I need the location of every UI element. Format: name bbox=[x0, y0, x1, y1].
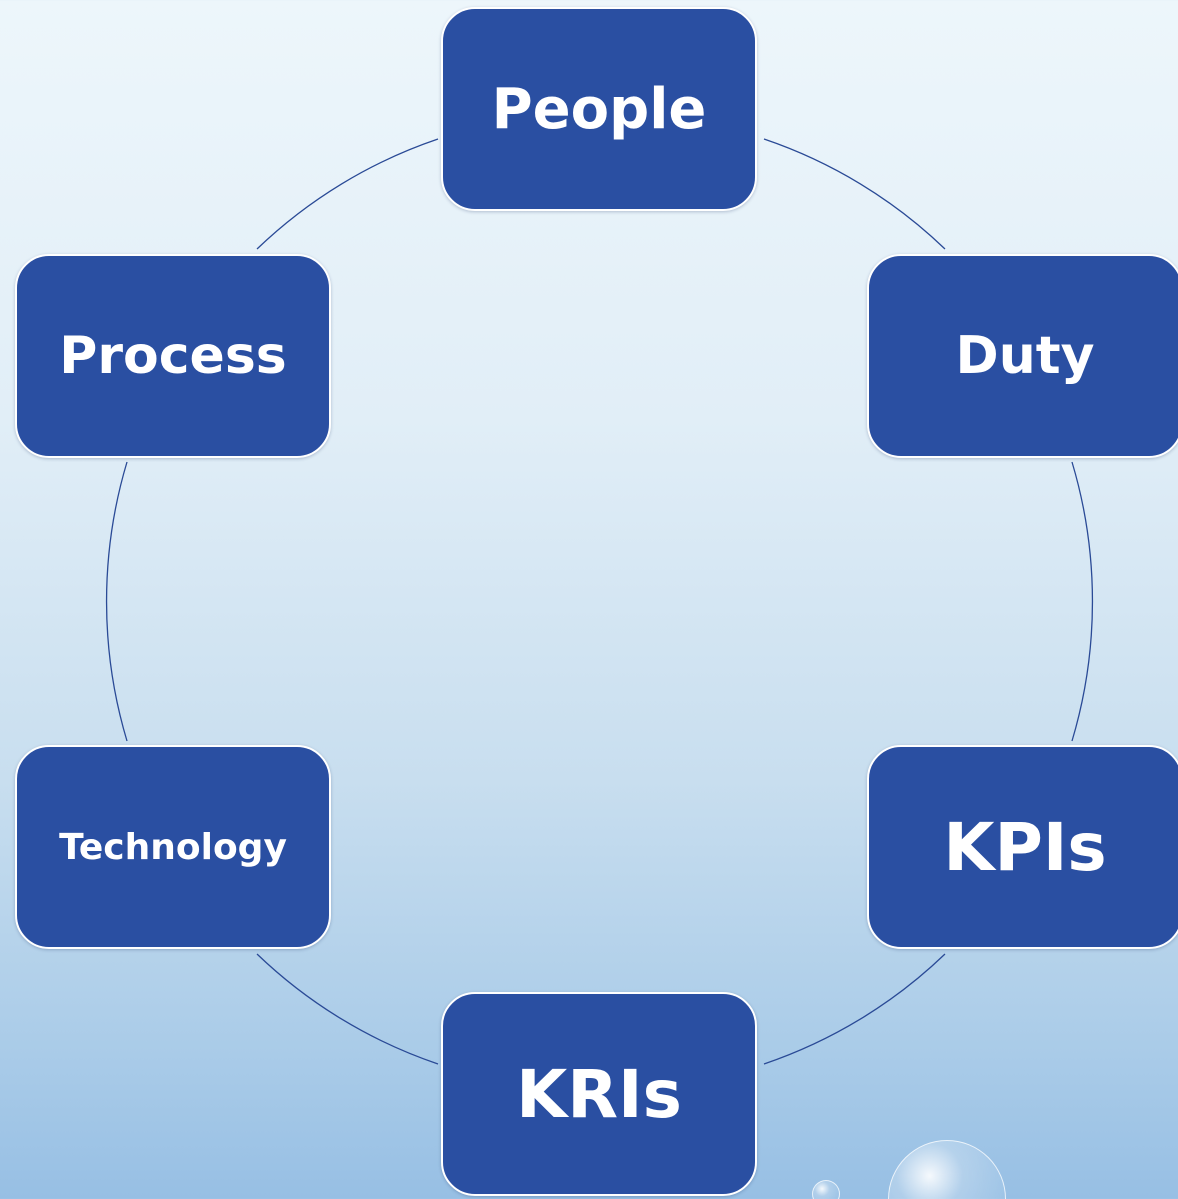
connector-kris-technology bbox=[256, 953, 439, 1065]
connector-people-duty bbox=[763, 138, 946, 250]
node-process: Process bbox=[15, 254, 331, 458]
decorative-bubble-small bbox=[812, 1180, 840, 1199]
connector-duty-kpis bbox=[1071, 461, 1094, 742]
connector-process-people bbox=[256, 138, 439, 250]
node-kpis: KPIs bbox=[867, 745, 1178, 949]
connector-kpis-kris bbox=[763, 953, 946, 1065]
node-label-duty: Duty bbox=[955, 326, 1095, 386]
connector-technology-process bbox=[105, 461, 128, 742]
node-label-kris: KRIs bbox=[516, 1055, 682, 1133]
node-people: People bbox=[441, 7, 757, 211]
node-technology: Technology bbox=[15, 745, 331, 949]
node-kris: KRIs bbox=[441, 992, 757, 1196]
node-label-kpis: KPIs bbox=[943, 808, 1107, 886]
node-duty: Duty bbox=[867, 254, 1178, 458]
node-label-technology: Technology bbox=[59, 826, 287, 868]
node-label-process: Process bbox=[59, 326, 287, 386]
node-label-people: People bbox=[491, 76, 707, 142]
